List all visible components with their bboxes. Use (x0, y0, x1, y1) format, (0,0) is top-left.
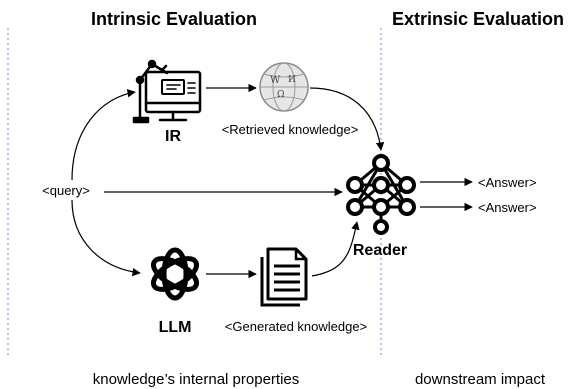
answer-output-label-2: <Answer> (478, 200, 537, 215)
intrinsic-heading: Intrinsic Evaluation (91, 9, 257, 29)
extrinsic-heading: Extrinsic Evaluation (392, 9, 564, 29)
computer-robot-arm-icon (132, 59, 202, 124)
query-label: <query> (42, 183, 90, 198)
query-to-llm-arrow (71, 199, 141, 277)
svg-text:W: W (270, 75, 281, 86)
answer-output-label-1: <Answer> (478, 175, 537, 190)
svg-text:Ω: Ω (277, 90, 284, 100)
document-to-reader-arrow (311, 221, 360, 277)
wikipedia-globe-icon: W И Ω (259, 62, 309, 112)
neural-network-icon (346, 154, 416, 235)
document-icon (260, 247, 308, 307)
extrinsic-footer: downstream impact (415, 371, 546, 388)
wikipedia-to-reader-arrow (309, 87, 385, 151)
query-to-ir-arrow (71, 89, 136, 181)
ir-label: IR (165, 128, 181, 145)
llm-label: LLM (159, 319, 192, 336)
svg-text:И: И (288, 75, 296, 85)
reader-label: Reader (353, 242, 407, 259)
intrinsic-footer: knowledge’s internal properties (93, 371, 300, 388)
retrieved-knowledge-label: <Retrieved knowledge> (222, 122, 359, 137)
generated-knowledge-label: <Generated knowledge> (225, 319, 367, 334)
openai-logo-icon (151, 247, 199, 301)
